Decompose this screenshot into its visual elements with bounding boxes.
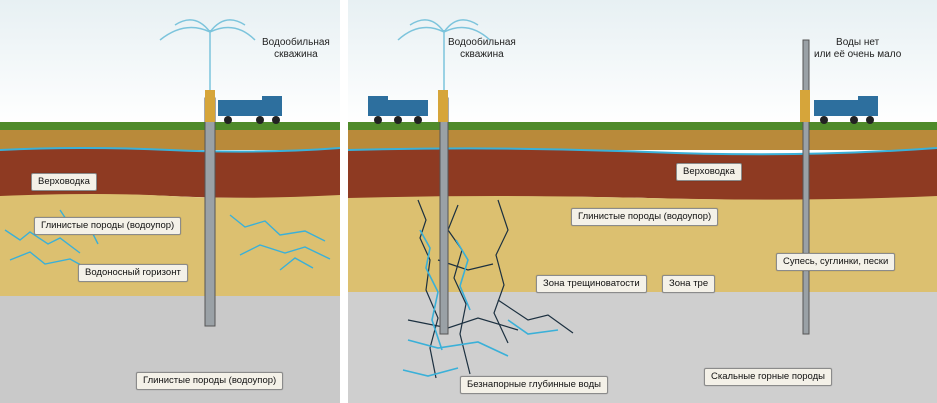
grass-layer <box>0 122 340 130</box>
topsoil-layer <box>348 130 937 150</box>
well-caption-line2: скважина <box>460 49 504 60</box>
topsoil-layer <box>0 130 340 150</box>
label-clay-aquitard-top: Глинистые породы (водоупор) <box>34 217 182 235</box>
right-diagram-art <box>348 0 937 403</box>
drill-truck <box>205 90 282 124</box>
label-deep-water: Безнапорные глубинные воды <box>460 376 608 394</box>
label-clay-aquitard-bottom: Глинистые породы (водоупор) <box>136 372 284 390</box>
well-pipe <box>204 97 216 327</box>
dry-caption-line2: или её очень мало <box>814 49 902 60</box>
deep-water-veins <box>402 229 559 377</box>
label-fracture-zone-repeat: Зона тре <box>662 275 716 293</box>
drill-truck-right <box>800 90 878 124</box>
red-clay-layer <box>348 148 937 200</box>
label-clay-aquitard: Глинистые породы (водоупор) <box>571 208 719 226</box>
left-cross-section: Водообильная скважина Верховодка Глинист… <box>0 0 340 403</box>
water-fountain <box>159 19 256 98</box>
well-caption-line1: Водообильная <box>448 37 516 48</box>
well-caption-line1: Водообильная <box>262 37 330 48</box>
perched-water-line <box>0 147 340 153</box>
drill-truck-left <box>368 90 448 124</box>
label-perched-water: Верховодка <box>676 163 742 181</box>
dry-caption-line1: Воды нет <box>836 37 880 48</box>
well-pipe-dry <box>802 39 810 335</box>
well-pipe-center <box>439 97 449 335</box>
dry-well-caption: Воды нет или её очень мало <box>814 37 901 61</box>
well-caption-line2: скважина <box>274 49 318 60</box>
label-bedrock: Скальные горные породы <box>704 368 832 386</box>
right-cross-section: Водообильная скважина Воды нет или её оч… <box>348 0 937 403</box>
water-fountain <box>397 19 491 98</box>
label-sandy-loam: Супесь, суглинки, пески <box>776 253 896 271</box>
label-aquifer: Водоносный горизонт <box>78 264 188 282</box>
well-caption: Водообильная скважина <box>262 37 330 61</box>
label-fracture-zone: Зона трещиноватости <box>536 275 647 293</box>
well-caption: Водообильная скважина <box>448 37 516 61</box>
sky <box>0 0 340 125</box>
label-perched-water: Верховодка <box>31 173 97 191</box>
grass-layer <box>348 122 937 130</box>
